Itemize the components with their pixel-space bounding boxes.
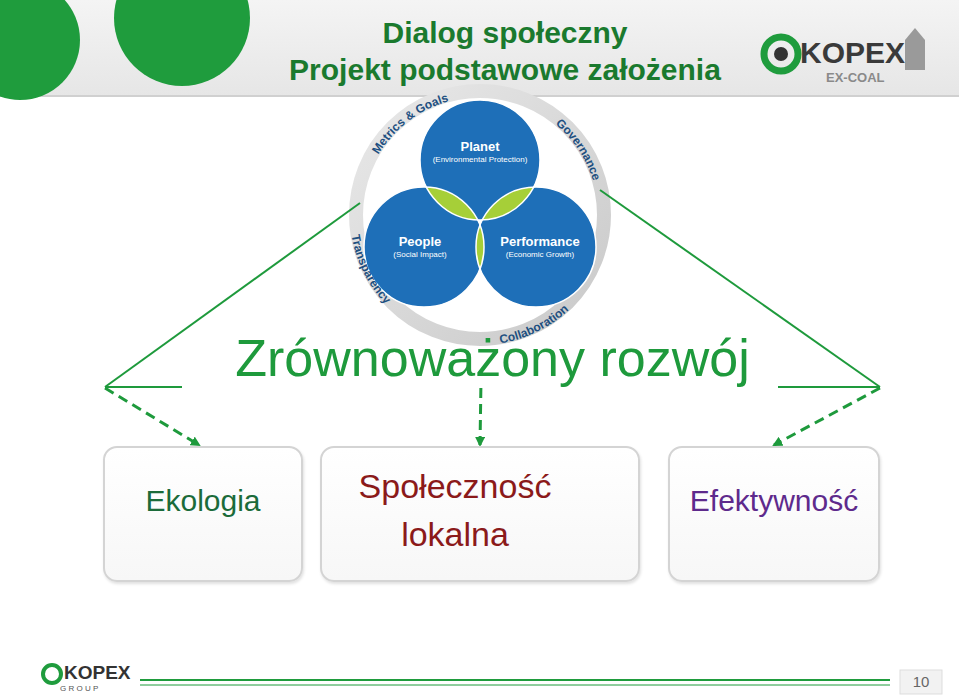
logo-text-wrap: KOPEX bbox=[800, 36, 905, 70]
node-label: Ekologia bbox=[105, 484, 301, 518]
ring-label: Metrics & Goals bbox=[369, 91, 450, 157]
triangle-base bbox=[778, 386, 880, 388]
deco-circle bbox=[114, 0, 250, 86]
node-label: Performance bbox=[500, 234, 579, 250]
venn-circle-node: People(Social Impact) bbox=[372, 212, 468, 282]
subtitle: Projekt podstawowe założenia bbox=[250, 51, 760, 88]
ring-label: Transparency bbox=[349, 233, 394, 306]
logo-subtext-wrap: EX-COAL bbox=[826, 70, 885, 85]
ring-label: Governance bbox=[553, 116, 603, 183]
footer-logo-text: KOPEX bbox=[64, 662, 131, 684]
venn-circle bbox=[476, 187, 596, 307]
deco-circle bbox=[0, 0, 80, 100]
logo-subtext: EX-COAL bbox=[826, 70, 885, 85]
footer-logo-subtext: G R O U P bbox=[60, 684, 98, 694]
dashed-arrow bbox=[479, 388, 483, 445]
venn-center bbox=[476, 187, 596, 307]
logo-tower bbox=[905, 28, 925, 70]
logo-dot bbox=[774, 47, 788, 61]
logo-text: KOPEX bbox=[800, 36, 905, 70]
node-sublabel: (Economic Growth) bbox=[506, 250, 574, 260]
footer-line bbox=[140, 685, 890, 686]
ring-label: Metrics & Goals bbox=[369, 91, 450, 157]
ring-label: Governance bbox=[553, 116, 603, 183]
venn-overlap bbox=[476, 187, 596, 307]
logo-ring bbox=[43, 665, 61, 683]
dashed-arrow bbox=[105, 388, 199, 445]
venn-circle-node: Performance(Economic Growth) bbox=[492, 212, 588, 282]
title-block: Dialog społecznyProjekt podstawowe założ… bbox=[250, 14, 760, 88]
footer-logo-text-wrap: KOPEX bbox=[64, 662, 131, 684]
triangle-base bbox=[105, 386, 182, 388]
logo-ring bbox=[764, 37, 798, 71]
venn-overlap bbox=[476, 187, 596, 307]
venn-outline bbox=[420, 100, 540, 220]
ring-label: Transparency bbox=[349, 233, 394, 306]
footer-logo-subtext-wrap: G R O U P bbox=[60, 684, 98, 694]
footer-line bbox=[140, 679, 890, 681]
venn-circle-node: Planet(Environmental Protection) bbox=[432, 112, 528, 192]
page-number: 10 bbox=[900, 673, 942, 691]
node-label: People bbox=[399, 234, 442, 250]
dashed-arrow bbox=[774, 388, 880, 445]
node-sublabel: (Environmental Protection) bbox=[433, 155, 528, 165]
venn-ring bbox=[356, 91, 604, 339]
page-box bbox=[900, 670, 942, 694]
pillar-box: Społeczność lokalna bbox=[320, 446, 640, 582]
pillar-box: Ekologia bbox=[103, 446, 303, 582]
theme-node: Zrównoważony rozwój bbox=[105, 328, 880, 388]
title: Dialog społeczny bbox=[250, 14, 760, 51]
node-sublabel: (Social Impact) bbox=[393, 250, 446, 260]
page-number-wrap: 10 bbox=[900, 673, 942, 691]
node-label: Społeczność lokalna bbox=[342, 462, 568, 558]
venn-circle bbox=[420, 100, 540, 220]
node-label: Efektywność bbox=[670, 484, 878, 518]
pillar-box: Efektywność bbox=[668, 446, 880, 582]
venn-outline bbox=[476, 187, 596, 307]
node-label: Zrównoważony rozwój bbox=[105, 328, 880, 388]
node-label: Planet bbox=[460, 139, 499, 155]
